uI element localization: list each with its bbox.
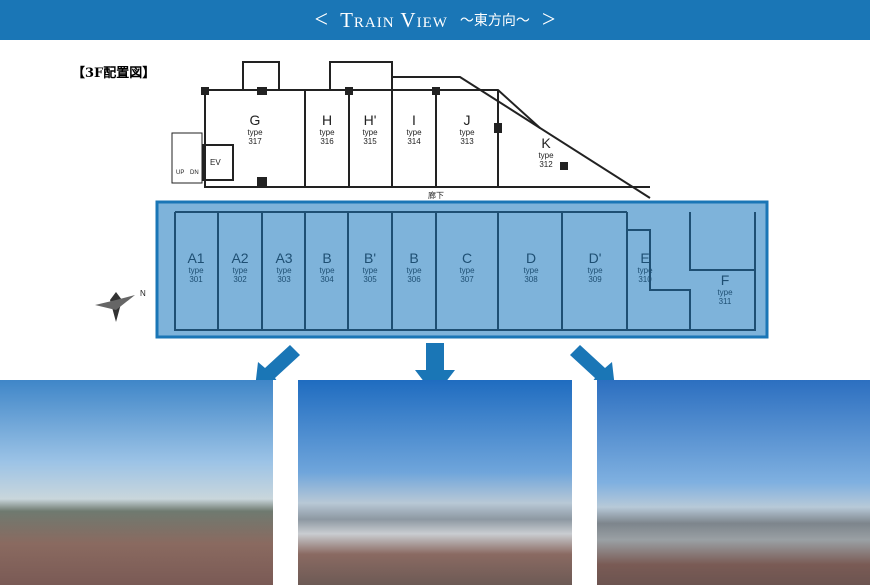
unit-no: 303 bbox=[277, 275, 291, 284]
photo-right-view[interactable] bbox=[597, 380, 870, 585]
compass-icon: N bbox=[95, 289, 146, 322]
unit-name: B' bbox=[363, 250, 376, 266]
unit-type: type bbox=[319, 266, 335, 275]
unit-no: 308 bbox=[524, 275, 538, 284]
unit-type: type bbox=[406, 266, 422, 275]
unit-type: type bbox=[362, 128, 378, 137]
unit-type: type bbox=[188, 266, 204, 275]
unit-no: 301 bbox=[189, 275, 203, 284]
arrow-down-icon bbox=[415, 343, 455, 380]
unit-name: A1 bbox=[187, 250, 205, 266]
unit-name: J bbox=[463, 112, 471, 128]
view-arrows bbox=[255, 343, 615, 380]
unit-name: D bbox=[525, 250, 537, 266]
unit-type: type bbox=[523, 266, 539, 275]
unit-no: 315 bbox=[363, 137, 377, 146]
unit-no: 304 bbox=[320, 275, 334, 284]
unit-no: 311 bbox=[718, 297, 732, 306]
arrow-west-icon bbox=[255, 345, 300, 380]
unit-name: B bbox=[409, 250, 419, 266]
unit-type: type bbox=[319, 128, 335, 137]
prev-arrow-button[interactable]: < bbox=[314, 6, 329, 33]
unit-type: type bbox=[587, 266, 603, 275]
unit-type: type bbox=[362, 266, 378, 275]
unit-no: 310 bbox=[638, 275, 652, 284]
highlight-zone bbox=[155, 200, 769, 339]
ev-label: EV bbox=[210, 158, 221, 167]
floor-caption: 【3F配置図】 bbox=[72, 66, 156, 81]
unit-name: H' bbox=[363, 112, 377, 128]
unit-no: 302 bbox=[233, 275, 247, 284]
corridor-label: 廊下 bbox=[428, 190, 444, 200]
unit-no: 307 bbox=[460, 275, 474, 284]
unit-name: B bbox=[322, 250, 332, 266]
unit-type: type bbox=[232, 266, 248, 275]
page-title: Train View bbox=[340, 7, 448, 32]
unit-no: 317 bbox=[248, 137, 262, 146]
unit-name: A3 bbox=[275, 250, 293, 266]
unit-name: D' bbox=[588, 250, 602, 266]
unit-type: type bbox=[247, 128, 263, 137]
unit-no: 313 bbox=[460, 137, 474, 146]
unit-no: 305 bbox=[363, 275, 377, 284]
unit-name: H bbox=[321, 112, 333, 128]
next-arrow-button[interactable]: > bbox=[541, 6, 556, 33]
unit-no: 316 bbox=[320, 137, 334, 146]
unit-no: 309 bbox=[588, 275, 602, 284]
unit-no: 312 bbox=[539, 160, 553, 169]
svg-text:N: N bbox=[140, 289, 146, 298]
header-bar: < Train View 〜東方向〜 > bbox=[0, 0, 870, 40]
unit-no: 306 bbox=[407, 275, 421, 284]
page-subtitle: 〜東方向〜 bbox=[459, 14, 530, 29]
dn-label: DN bbox=[190, 170, 199, 176]
unit-name: K bbox=[541, 135, 551, 151]
unit-type: type bbox=[637, 266, 653, 275]
photo-center-view[interactable] bbox=[298, 380, 572, 585]
unit-no: 314 bbox=[407, 137, 421, 146]
unit-name: I bbox=[412, 112, 416, 128]
arrow-east-icon bbox=[570, 345, 615, 380]
unit-name: C bbox=[461, 250, 473, 266]
unit-type: type bbox=[406, 128, 422, 137]
unit-name: E bbox=[640, 250, 650, 266]
unit-name: A2 bbox=[231, 250, 249, 266]
unit-name: G bbox=[249, 112, 261, 128]
unit-type: type bbox=[538, 151, 554, 160]
unit-type: type bbox=[717, 288, 733, 297]
photo-left-view[interactable] bbox=[0, 380, 273, 585]
unit-type: type bbox=[459, 266, 475, 275]
up-label: UP bbox=[176, 170, 184, 176]
unit-name: F bbox=[720, 272, 730, 288]
unit-type: type bbox=[459, 128, 475, 137]
unit-type: type bbox=[276, 266, 292, 275]
floor-plan: EV UP DN 廊下 N bbox=[95, 61, 769, 380]
